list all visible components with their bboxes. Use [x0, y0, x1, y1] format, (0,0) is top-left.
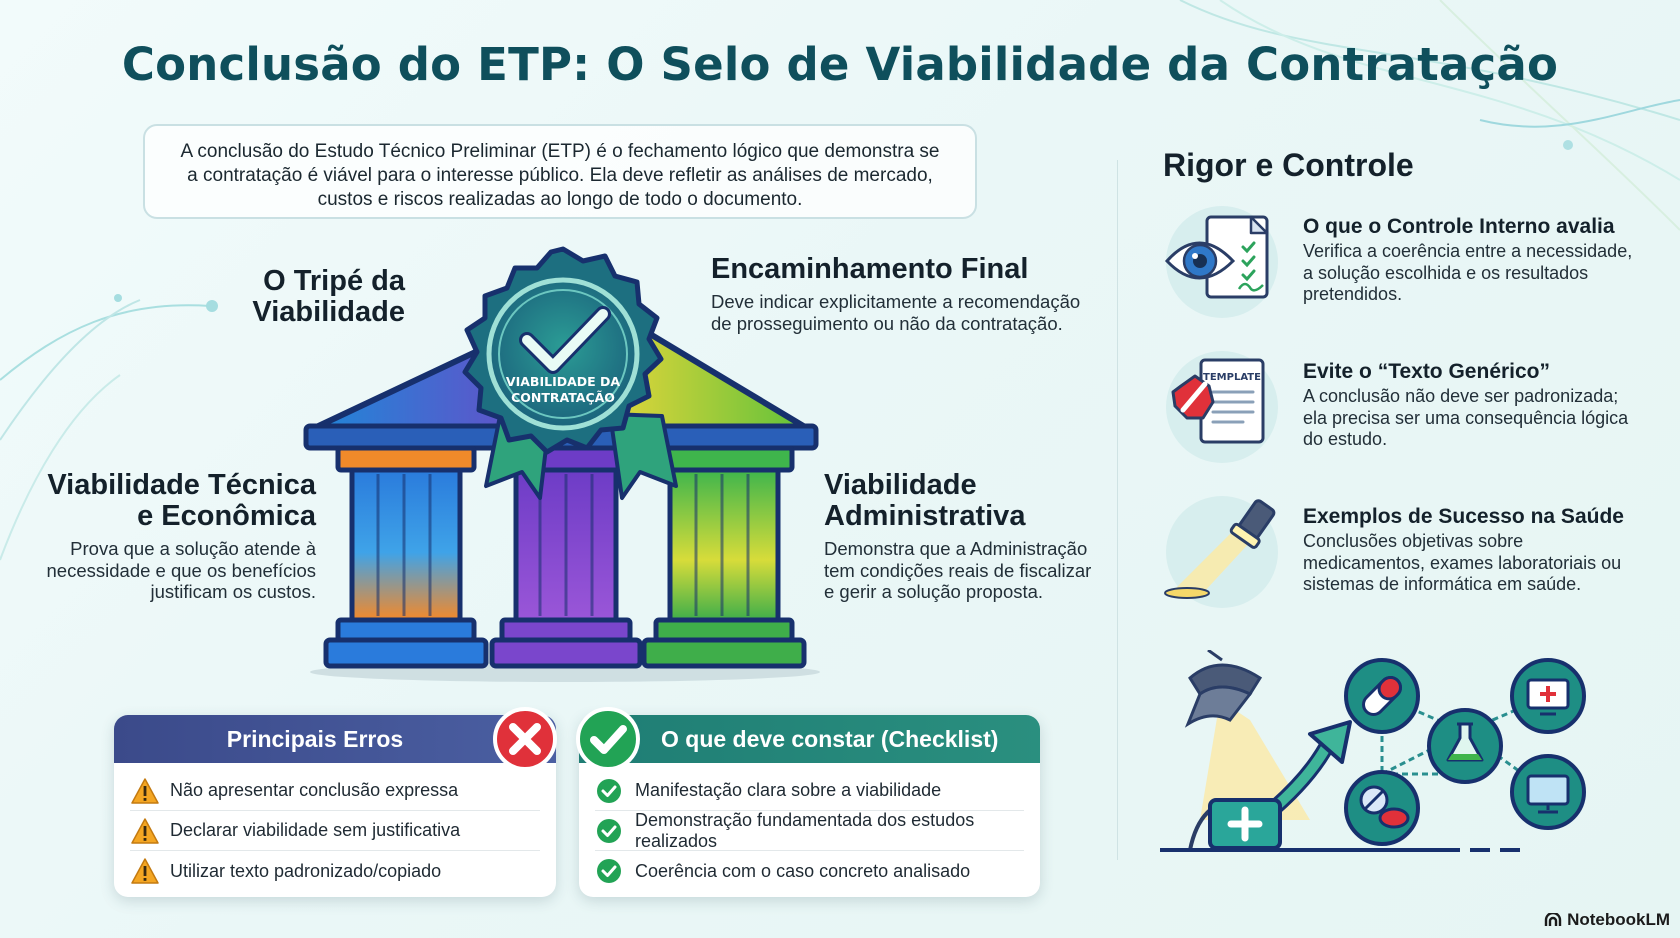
lamp-icon [1184, 650, 1263, 728]
encaminhamento-title: Encaminhamento Final [711, 253, 1029, 285]
rigor-item-controle: O que o Controle Interno avalia Verifica… [1163, 203, 1643, 323]
rigor-item-texto-generico: TEMPLATE Evite o “Texto Genérico” A conc… [1163, 348, 1643, 468]
tecnica-title: Viabilidade Técnica e Econômica [47, 469, 316, 532]
checklist-item-text: Manifestação clara sobre a viabilidade [635, 780, 942, 800]
pills-icon [1344, 770, 1420, 846]
seal-line-2: CONTRATAÇÃO [511, 390, 615, 405]
medical-monitor-icon [1510, 658, 1586, 734]
rigor-item-text: A conclusão não deve ser padronizada; el… [1303, 386, 1629, 449]
health-network-illustration [1160, 650, 1586, 852]
errors-title: Principais Erros [114, 715, 556, 763]
error-item-text: Utilizar texto padronizado/copiado [170, 860, 442, 881]
rigor-item-title: Evite o “Texto Genérico” [1303, 360, 1551, 383]
warning-icon [131, 777, 159, 804]
tecnica-text: Prova que a solução atende à necessidade… [46, 538, 316, 602]
warning-icon [131, 858, 159, 884]
checklist-title: O que deve constar (Checklist) [579, 715, 1040, 763]
rigor-item-text: Verifica a coerência entre a necessidade… [1303, 241, 1633, 304]
list-item: Não apresentar conclusão expressa [130, 771, 540, 811]
pill-icon [1344, 658, 1420, 734]
notebooklm-icon [1544, 913, 1562, 926]
computer-icon [1510, 754, 1586, 830]
flask-icon [1427, 708, 1503, 784]
template-label: TEMPLATE [1203, 372, 1261, 383]
checklist-panel: O que deve constar (Checklist) Manifesta… [576, 707, 1040, 897]
check-badge-icon [576, 707, 640, 771]
error-item-text: Declarar viabilidade sem justificativa [170, 820, 461, 840]
checklist-list: Manifestação clara sobre a viabilidade D… [579, 763, 1040, 891]
errors-list: Não apresentar conclusão expressa Declar… [114, 763, 556, 891]
close-x-icon [493, 707, 557, 771]
errors-panel: Principais Erros Não apresentar conclusã… [114, 707, 557, 897]
list-item: Coerência com o caso concreto analisado [595, 851, 1024, 891]
list-item: Utilizar texto padronizado/copiado [130, 851, 540, 891]
tripe-block: O Tripé da Viabilidade [200, 266, 405, 328]
seal-line-1: VIABILIDADE DA [506, 374, 620, 389]
list-item: Demonstração fundamentada dos estudos re… [595, 809, 1024, 851]
list-item: Manifestação clara sobre a viabilidade [595, 771, 1024, 811]
administrativa-block: Viabilidade Administrativa Demonstra que… [824, 470, 1106, 603]
administrativa-title: Viabilidade Administrativa [824, 469, 1026, 532]
rigor-item-title: Exemplos de Sucesso na Saúde [1303, 505, 1624, 528]
rigor-item-exemplos: Exemplos de Sucesso na Saúde Conclusões … [1163, 493, 1643, 613]
page-title: Conclusão do ETP: O Selo de Viabilidade … [121, 38, 1559, 91]
checklist-item-text: Coerência com o caso concreto analisado [635, 860, 971, 881]
medical-kit-icon [1208, 798, 1282, 850]
check-circle-icon [597, 859, 621, 883]
encaminhamento-block: Encaminhamento Final Deve indicar explic… [711, 254, 1091, 334]
warning-icon [131, 817, 159, 844]
administrativa-text: Demonstra que a Administração tem condiç… [824, 538, 1092, 602]
brand-logo: NotebookLM [1544, 910, 1670, 930]
rigor-item-text: Conclusões objetivas sobre medicamentos,… [1303, 531, 1622, 594]
list-item: Declarar viabilidade sem justificativa [130, 811, 540, 851]
tripe-title: O Tripé da Viabilidade [252, 265, 405, 328]
template-stop-icon: TEMPLATE [1166, 351, 1278, 463]
intro-box: A conclusão do Estudo Técnico Preliminar… [143, 124, 977, 219]
tecnica-block: Viabilidade Técnica e Econômica Prova qu… [40, 470, 316, 603]
rigor-title: Rigor e Controle [1163, 147, 1414, 183]
temple-illustration: VIABILIDADE DA CONTRATAÇÃO [303, 246, 820, 682]
spotlight-icon [1164, 496, 1278, 608]
error-item-text: Não apresentar conclusão expressa [170, 780, 459, 800]
rigor-item-title: O que o Controle Interno avalia [1303, 215, 1615, 238]
encaminhamento-text: Deve indicar explicitamente a recomendaç… [711, 291, 1081, 334]
check-circle-icon [597, 818, 621, 843]
brand-name: NotebookLM [1567, 910, 1670, 929]
checklist-item-text: Demonstração fundamentada dos estudos re… [635, 809, 975, 851]
check-circle-icon [597, 778, 621, 803]
column-divider [1117, 160, 1118, 860]
eye-document-icon [1164, 206, 1278, 318]
